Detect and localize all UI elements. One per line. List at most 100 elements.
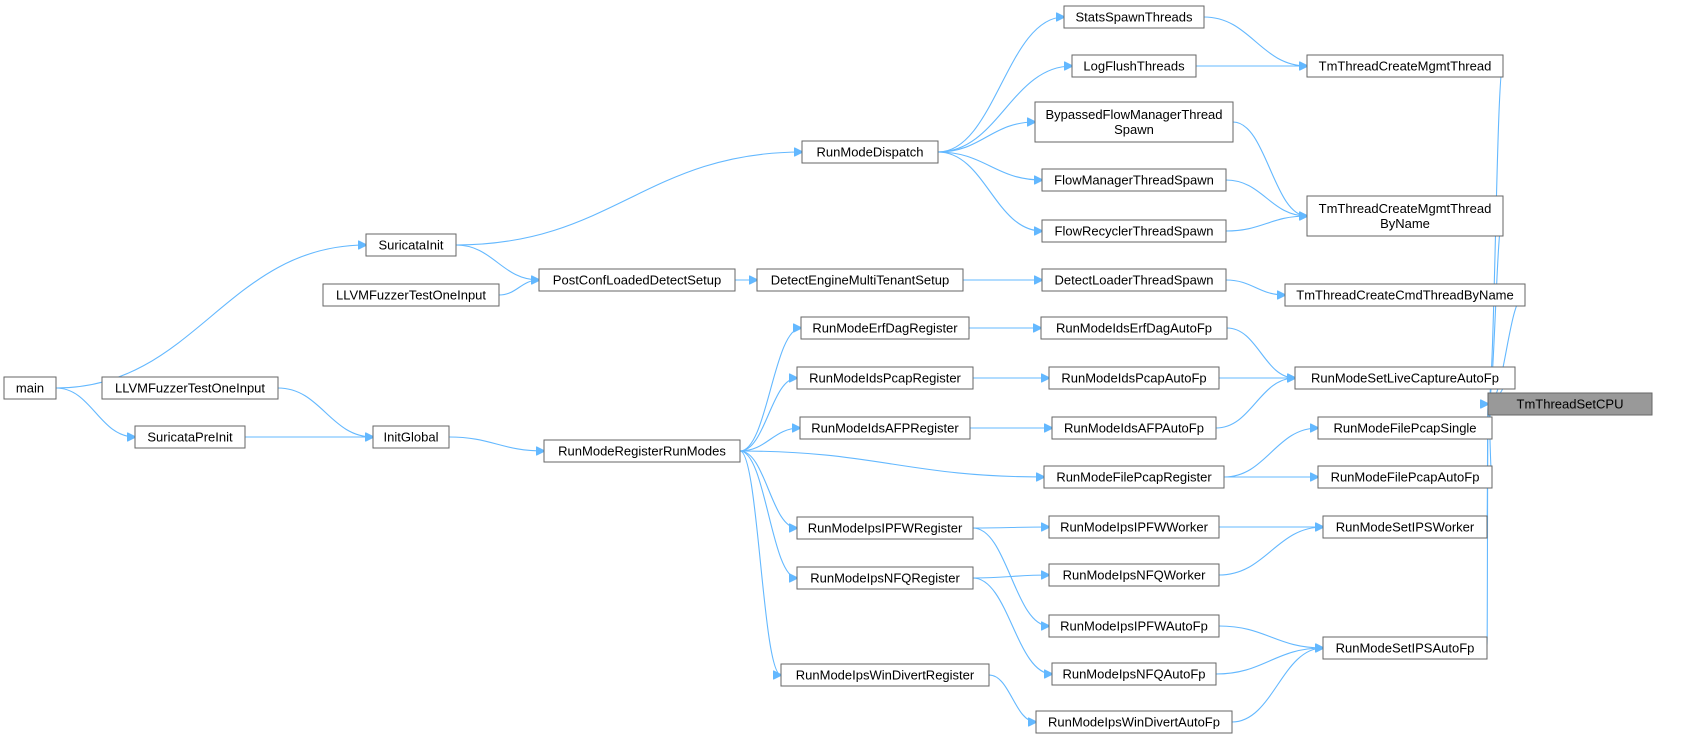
node-box [3, 376, 57, 400]
node-run-mode-ids-afpauto-fp[interactable]: RunModeIdsAFPAutoFp [1051, 416, 1217, 440]
node-run-mode-ips-win-divert-auto-fp[interactable]: RunModeIpsWinDivertAutoFp [1035, 710, 1233, 734]
node-box [134, 425, 246, 449]
edge-init-global-to-run-mode-register-run-modes [448, 436, 544, 451]
node-label: RunModeSetIPSAutoFp [1336, 641, 1475, 656]
node-box [322, 283, 500, 307]
node-llvmfuzzer-test-one-input-2[interactable]: LLVMFuzzerTestOneInput [101, 376, 279, 400]
edge-llvmfuzzer-test-one-input-2-to-init-global [277, 387, 373, 437]
node-detect-loader-thread-spawn[interactable]: DetectLoaderThreadSpawn [1041, 268, 1227, 292]
node-run-mode-ips-nfqworker[interactable]: RunModeIpsNFQWorker [1048, 563, 1220, 587]
node-box [101, 376, 279, 400]
node-run-mode-ips-ipfwworker[interactable]: RunModeIpsIPFWWorker [1048, 515, 1220, 539]
node-box [1071, 54, 1197, 78]
edge-main-to-suricata-pre-init [55, 387, 135, 437]
node-run-mode-ips-nfqregister[interactable]: RunModeIpsNFQRegister [796, 566, 974, 590]
node-label: RunModeFilePcapSingle [1333, 421, 1476, 436]
edge-run-mode-dispatch-to-stats-spawn-threads [937, 17, 1064, 153]
edge-run-mode-register-run-modes-to-run-mode-ips-ipfwregister [739, 450, 797, 528]
node-run-mode-ids-erf-dag-auto-fp[interactable]: RunModeIdsErfDagAutoFp [1040, 316, 1228, 340]
node-run-mode-set-ipsauto-fp[interactable]: RunModeSetIPSAutoFp [1322, 636, 1488, 660]
edge-run-mode-register-run-modes-to-run-mode-ips-win-divert-register [739, 450, 781, 675]
node-box [796, 366, 974, 390]
nodes-layer: TmThreadSetCPU TmThreadCreateMgmtThreadTm… [3, 5, 1653, 734]
node-label: LogFlushThreads [1083, 59, 1185, 74]
node-run-mode-register-run-modes[interactable]: RunModeRegisterRunModes [543, 439, 741, 463]
node-box [1041, 219, 1227, 243]
node-run-mode-file-pcap-auto-fp[interactable]: RunModeFilePcapAutoFp [1317, 465, 1493, 489]
node-suricata-init[interactable]: SuricataInit [365, 233, 457, 257]
node-label: RunModeIpsWinDivertAutoFp [1048, 715, 1220, 730]
node-label: RunModeIdsPcapAutoFp [1061, 371, 1206, 386]
node-box [1306, 195, 1504, 237]
node-run-mode-ips-win-divert-register[interactable]: RunModeIpsWinDivertRegister [780, 663, 990, 687]
node-llvmfuzzer-test-one-input-1[interactable]: LLVMFuzzerTestOneInput [322, 283, 500, 307]
node-run-mode-set-live-capture-auto-fp[interactable]: RunModeSetLiveCaptureAutoFp [1294, 366, 1516, 390]
edge-suricata-init-to-post-conf-loaded-detect-setup [455, 244, 539, 280]
node-label: InitGlobal [384, 430, 439, 445]
node-label: RunModeIpsNFQWorker [1063, 568, 1206, 583]
node-box [1035, 710, 1233, 734]
edge-run-mode-register-run-modes-to-run-mode-ids-afpregister [739, 428, 800, 452]
node-box [1306, 54, 1504, 78]
node-stats-spawn-threads[interactable]: StatsSpawnThreads [1063, 5, 1205, 29]
node-run-mode-file-pcap-register[interactable]: RunModeFilePcapRegister [1043, 465, 1225, 489]
node-label: RunModeIpsIPFWWorker [1060, 520, 1209, 535]
node-box [796, 566, 974, 590]
node-label: RunModeFilePcapRegister [1056, 470, 1212, 485]
node-detect-engine-multi-tenant-setup[interactable]: DetectEngineMultiTenantSetup [756, 268, 964, 292]
node-run-mode-set-ipsworker[interactable]: RunModeSetIPSWorker [1322, 515, 1488, 539]
node-label: LLVMFuzzerTestOneInput [115, 381, 265, 396]
node-run-mode-ips-nfqauto-fp[interactable]: RunModeIpsNFQAutoFp [1051, 662, 1217, 686]
node-box [1051, 662, 1217, 686]
edge-run-mode-ips-ipfwregister-to-run-mode-ips-ipfwauto-fp [972, 527, 1049, 626]
node-box [1322, 515, 1488, 539]
node-box [796, 516, 974, 540]
node-label: ByName [1380, 216, 1430, 231]
node-suricata-pre-init[interactable]: SuricataPreInit [134, 425, 246, 449]
edge-run-mode-register-run-modes-to-run-mode-ips-nfqregister [739, 450, 797, 578]
node-tm-thread-set-cpu[interactable]: TmThreadSetCPU [1487, 392, 1653, 416]
node-tm-thread-create-mgmt-thread[interactable]: TmThreadCreateMgmtThread [1306, 54, 1504, 78]
node-flow-recycler-thread-spawn[interactable]: FlowRecyclerThreadSpawn [1041, 219, 1227, 243]
node-label: SuricataPreInit [147, 430, 233, 445]
node-run-mode-dispatch[interactable]: RunModeDispatch [801, 140, 939, 164]
node-box [1284, 283, 1526, 307]
node-post-conf-loaded-detect-setup[interactable]: PostConfLoadedDetectSetup [538, 268, 736, 292]
edge-run-mode-register-run-modes-to-run-mode-erf-dag-register [739, 328, 801, 452]
edge-flow-recycler-thread-spawn-to-tm-thread-create-mgmt-thread-by-name [1225, 216, 1307, 232]
node-run-mode-ids-pcap-register[interactable]: RunModeIdsPcapRegister [796, 366, 974, 390]
node-box [1041, 268, 1227, 292]
node-box [365, 233, 457, 257]
node-label: RunModeIpsIPFWAutoFp [1060, 619, 1208, 634]
node-box [1048, 366, 1220, 390]
node-log-flush-threads[interactable]: LogFlushThreads [1071, 54, 1197, 78]
edge-main-to-suricata-init [55, 245, 366, 389]
edge-flow-manager-thread-spawn-to-tm-thread-create-mgmt-thread-by-name [1225, 179, 1307, 216]
node-run-mode-erf-dag-register[interactable]: RunModeErfDagRegister [800, 316, 970, 340]
node-box [756, 268, 964, 292]
node-run-mode-file-pcap-single[interactable]: RunModeFilePcapSingle [1317, 416, 1493, 440]
node-label: Spawn [1114, 122, 1154, 137]
node-label: PostConfLoadedDetectSetup [553, 273, 721, 288]
node-tm-thread-create-cmd-thread-by-name[interactable]: TmThreadCreateCmdThreadByName [1284, 283, 1526, 307]
edge-run-mode-ids-erf-dag-auto-fp-to-run-mode-set-live-capture-auto-fp [1226, 327, 1295, 378]
node-box [1034, 101, 1234, 143]
node-flow-manager-thread-spawn[interactable]: FlowManagerThreadSpawn [1041, 168, 1227, 192]
node-box [780, 663, 990, 687]
edge-bypassed-flow-manager-thread-spawn-to-tm-thread-create-mgmt-thread-by-name [1232, 121, 1307, 216]
node-run-mode-ids-afpregister[interactable]: RunModeIdsAFPRegister [799, 416, 971, 440]
node-run-mode-ids-pcap-auto-fp[interactable]: RunModeIdsPcapAutoFp [1048, 366, 1220, 390]
node-box [543, 439, 741, 463]
node-label: RunModeErfDagRegister [812, 321, 958, 336]
node-run-mode-ips-ipfwauto-fp[interactable]: RunModeIpsIPFWAutoFp [1048, 614, 1220, 638]
node-main[interactable]: main [3, 376, 57, 400]
node-init-global[interactable]: InitGlobal [372, 425, 450, 449]
node-label: RunModeIdsErfDagAutoFp [1056, 321, 1212, 336]
node-label: RunModeIpsIPFWRegister [808, 521, 963, 536]
node-run-mode-ips-ipfwregister[interactable]: RunModeIpsIPFWRegister [796, 516, 974, 540]
node-box [1048, 563, 1220, 587]
node-label: TmThreadCreateMgmtThread [1319, 59, 1492, 74]
